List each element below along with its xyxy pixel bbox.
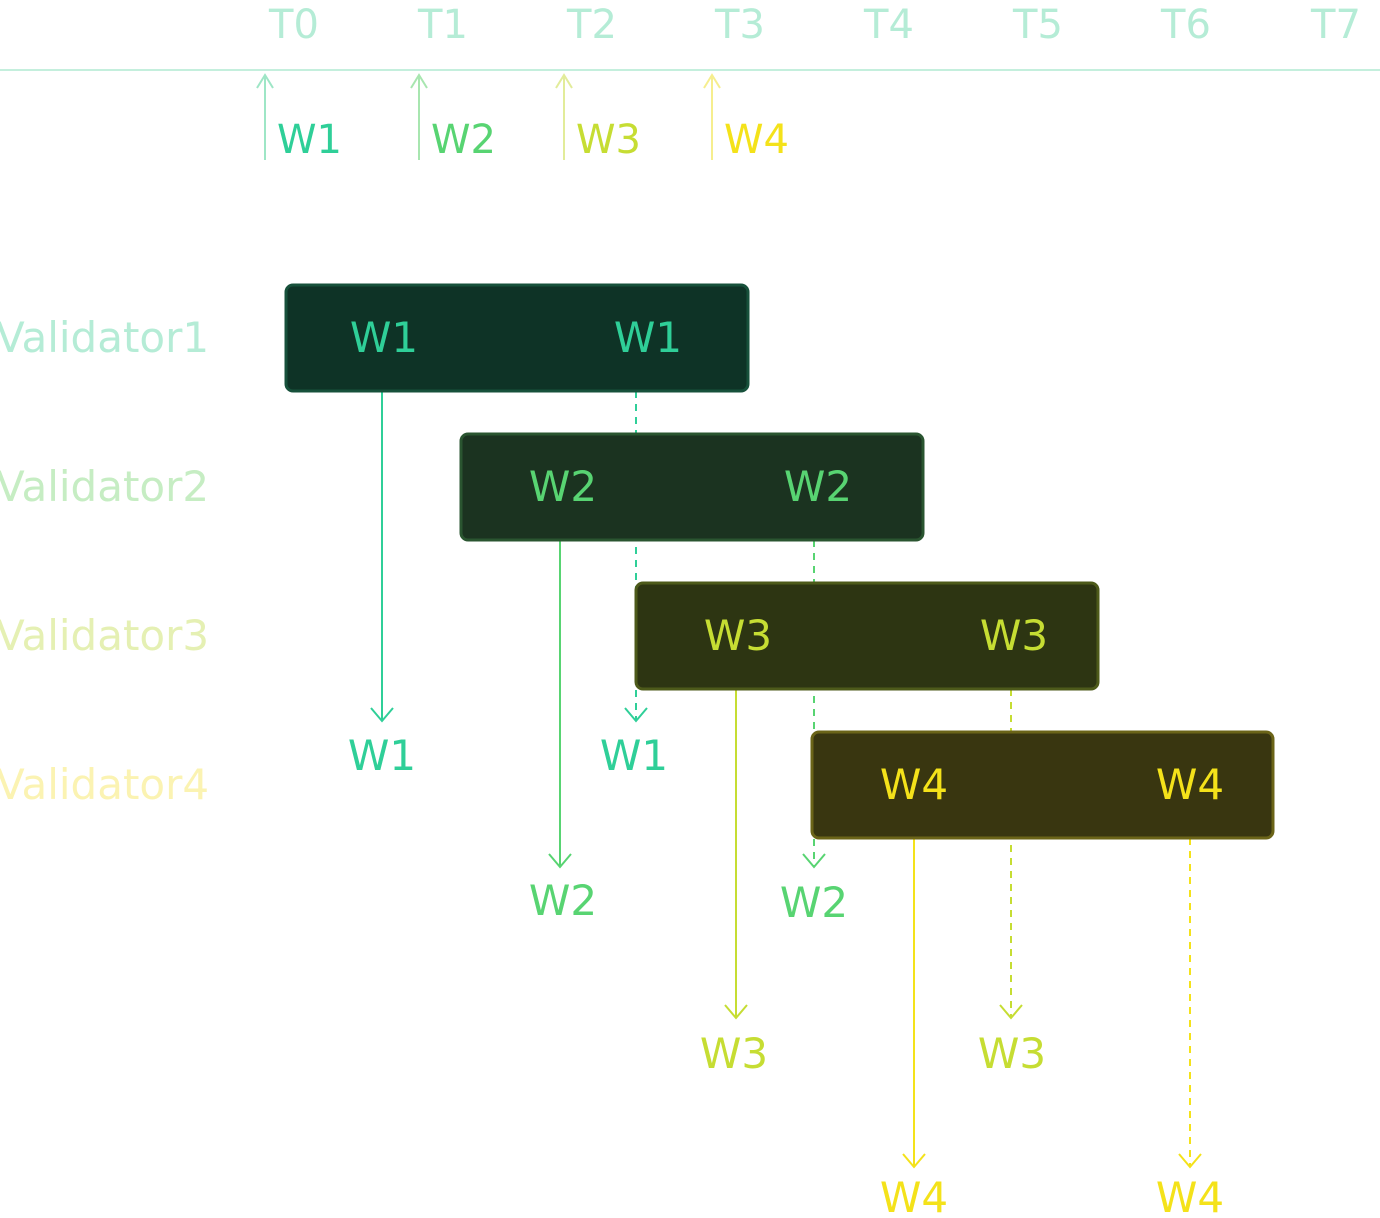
box-label-start: W3: [704, 611, 772, 660]
arrival-label-w2: W2: [431, 117, 496, 163]
box-label-start: W4: [880, 760, 948, 809]
tick-label-t6: T6: [1160, 2, 1211, 48]
output-label-w4-solid: W4: [880, 1173, 948, 1218]
arrowhead-down-icon: [548, 853, 572, 869]
arrival-arrowhead-icon: [410, 73, 428, 89]
arrival-label-w3: W3: [576, 117, 641, 163]
arrivals: [256, 73, 721, 160]
arrival-w1: [256, 73, 274, 160]
box-label-end: W1: [614, 313, 682, 362]
validator-box-bg: [284, 283, 750, 393]
box-label-start: W1: [350, 313, 418, 362]
validator-box-1: W1 W1: [284, 283, 750, 393]
arrival-w3: [555, 73, 573, 160]
connector-w1-solid: [370, 391, 394, 723]
validator-box-bg: [810, 730, 1275, 840]
arrowhead-down-icon: [1178, 1153, 1202, 1169]
arrowhead-down-icon: [999, 1004, 1023, 1020]
arrival-w4: [703, 73, 721, 160]
timeline: T0 T1 T2 T3 T4 T5 T6 T7: [0, 2, 1380, 71]
arrival-label-w4: W4: [724, 117, 789, 163]
connector-w2-solid: [548, 540, 572, 869]
output-label-w3-dashed: W3: [978, 1029, 1046, 1078]
validator-label-2: Validator2: [0, 462, 209, 511]
box-label-end: W3: [980, 611, 1048, 660]
arrowhead-down-icon: [802, 853, 826, 869]
box-label-end: W4: [1156, 760, 1224, 809]
box-label-start: W2: [529, 462, 597, 511]
validator-box-bg: [459, 432, 925, 542]
arrowhead-down-icon: [902, 1153, 926, 1169]
arrowhead-down-icon: [724, 1004, 748, 1020]
validator-label-1: Validator1: [0, 313, 209, 362]
tick-label-t3: T3: [714, 2, 765, 48]
validator-box-2: W2 W2: [459, 432, 925, 542]
tick-label-t2: T2: [566, 2, 617, 48]
tick-label-t0: T0: [268, 2, 319, 48]
arrival-arrowhead-icon: [703, 73, 721, 89]
tick-label-t4: T4: [863, 2, 914, 48]
arrowhead-down-icon: [370, 707, 394, 723]
arrival-w2: [410, 73, 428, 160]
arrival-arrowhead-icon: [555, 73, 573, 89]
validator-box-3: W3 W3: [634, 581, 1100, 691]
arrival-label-w1: W1: [277, 117, 342, 163]
output-label-w2-dashed: W2: [780, 878, 848, 927]
arrowhead-down-icon: [624, 707, 648, 723]
connector-w3-solid: [724, 689, 748, 1020]
validator-box-bg: [634, 581, 1100, 691]
validator-box-4: W4 W4: [810, 730, 1275, 840]
tick-label-t5: T5: [1012, 2, 1063, 48]
connector-w4-solid: [902, 838, 926, 1169]
validator-label-3: Validator3: [0, 611, 209, 660]
arrival-arrowhead-icon: [256, 73, 274, 89]
output-label-w2-solid: W2: [529, 876, 597, 925]
box-label-end: W2: [784, 462, 852, 511]
output-label-w1-solid: W1: [348, 731, 416, 780]
output-label-w4-dashed: W4: [1156, 1173, 1224, 1218]
output-label-w1-dashed: W1: [600, 731, 668, 780]
output-label-w3-solid: W3: [700, 1029, 768, 1078]
validator-label-4: Validator4: [0, 760, 209, 809]
tick-label-t1: T1: [417, 2, 468, 48]
tick-label-t7: T7: [1310, 2, 1361, 48]
